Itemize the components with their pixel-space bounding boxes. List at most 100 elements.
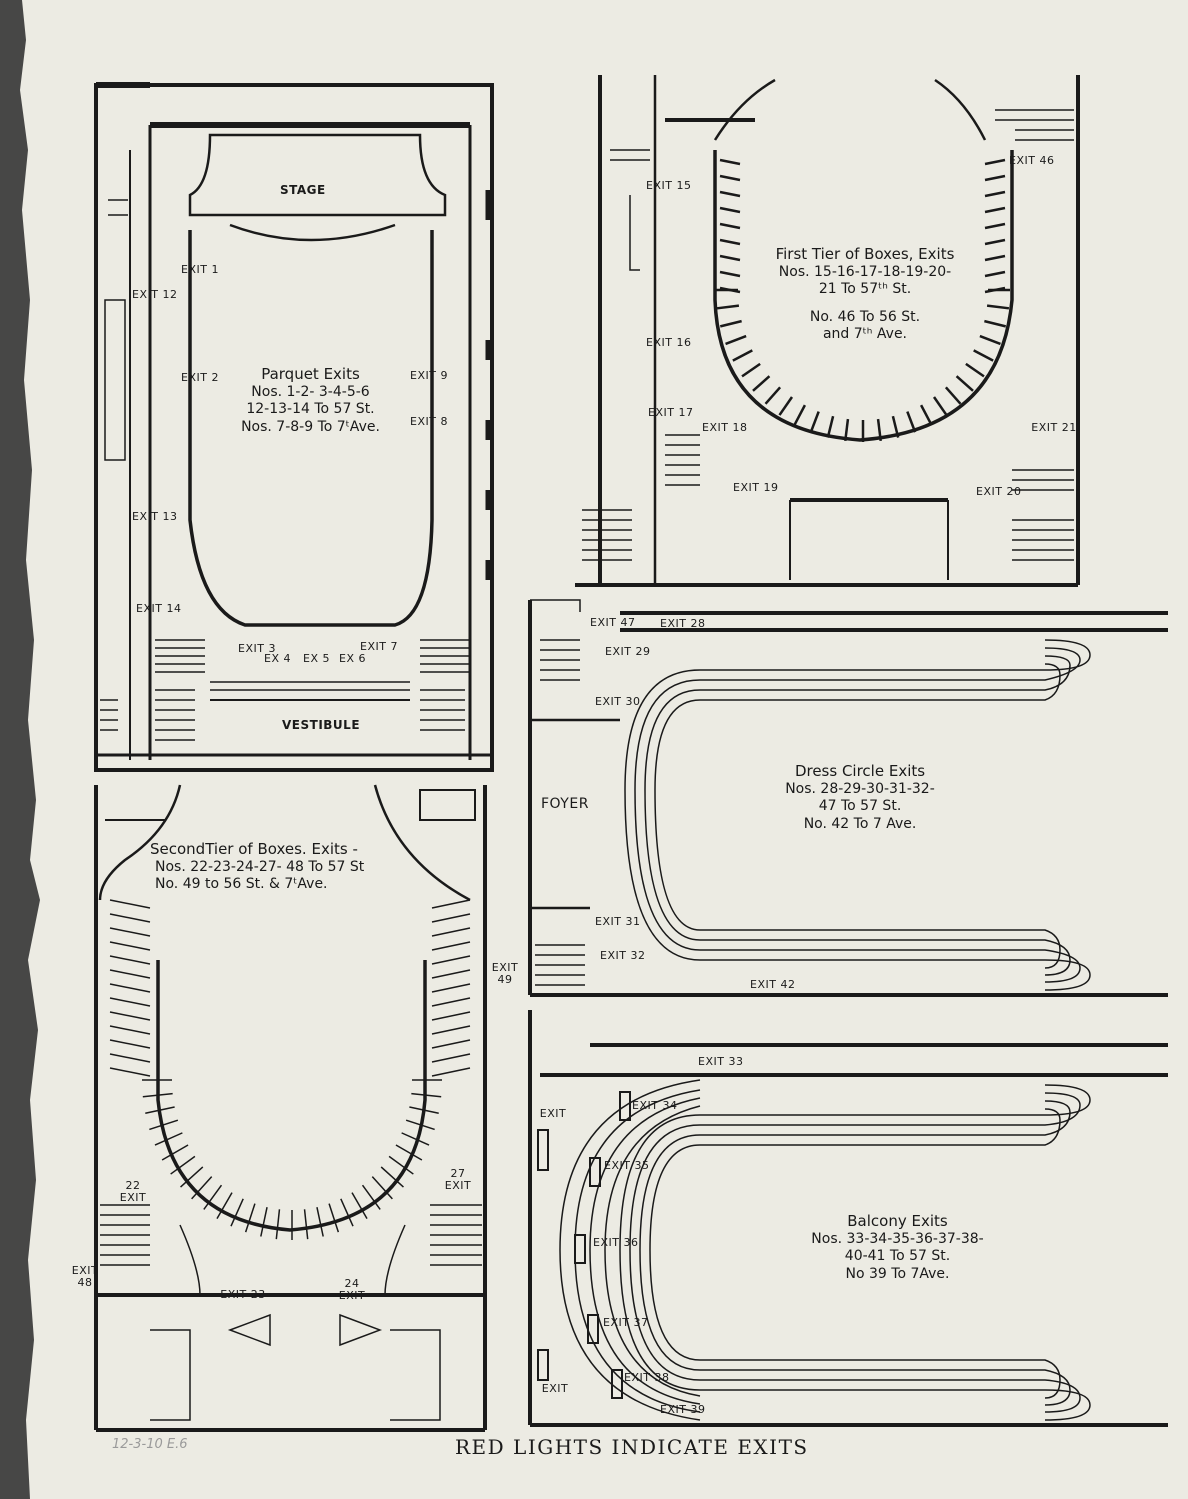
box-seat-mark: [984, 270, 1006, 278]
box-seat-mark: [431, 997, 471, 1007]
box-seat-mark: [244, 1203, 256, 1233]
box-seat-mark: [431, 941, 471, 951]
footer-caption: RED LIGHTS INDICATE EXITS: [455, 1435, 809, 1459]
box-seat-mark: [431, 1053, 471, 1063]
second-tier-line: Nos. 22-23-24-27- 48 To 57 St: [155, 858, 365, 875]
box-seat-mark: [932, 396, 948, 416]
exit-label: EXIT 49: [491, 961, 519, 986]
box-seat-mark: [409, 1106, 439, 1114]
exit-label: EX 4: [264, 652, 291, 665]
box-seat-mark: [984, 222, 1006, 230]
box-seat-mark: [891, 415, 900, 438]
first-tier-caption: First Tier of Boxes, Exits Nos. 15-16-17…: [770, 245, 960, 344]
exit-label: EXIT 37: [603, 1316, 649, 1329]
handwritten-note: 12-3-10 E.6: [112, 1437, 188, 1452]
exit-label: EXIT 18: [702, 421, 748, 434]
box-seat-mark: [388, 1155, 414, 1175]
exit-label: EX 6: [339, 652, 366, 665]
box-seat-mark: [303, 1209, 309, 1240]
box-seat-mark: [793, 404, 807, 426]
box-seat-mark: [965, 362, 985, 378]
exit-label: EXIT 15: [646, 179, 692, 192]
exit-label: EXIT 31: [595, 915, 641, 928]
box-seat-mark: [986, 304, 1010, 310]
exit-label: EXIT 29: [605, 645, 651, 658]
exit-label: EXIT 3: [238, 642, 276, 655]
exit-label: EXIT 20: [976, 485, 1022, 498]
second-tier-plan: [94, 784, 487, 1432]
box-seat-mark: [732, 349, 753, 362]
box-seat-mark: [725, 334, 747, 346]
dress-circle-line: No. 42 To 7 Ave.: [803, 815, 917, 832]
box-seat-mark: [109, 1011, 151, 1021]
balcony-line: 40-41 To 57 St.: [844, 1248, 951, 1265]
box-seat-mark: [984, 206, 1006, 214]
box-seat-mark: [109, 1053, 151, 1063]
dress-circle-title: Dress Circle Exits: [794, 762, 926, 780]
exit-label: EXIT 28: [660, 617, 706, 630]
box-seat-mark: [191, 1176, 213, 1200]
foyer-label: FOYER: [541, 796, 589, 812]
box-seat-mark: [361, 1184, 381, 1210]
exit-label: EXIT 47: [590, 616, 636, 629]
stage-label: STAGE: [280, 183, 326, 197]
box-seat-mark: [719, 222, 741, 230]
first-tier-line: and 7ᵗʰ Ave.: [822, 326, 908, 343]
box-seat-mark: [109, 983, 151, 993]
balcony-caption: Balcony Exits Nos. 33-34-35-36-37-38- 40…: [780, 1212, 1015, 1283]
box-seat-mark: [109, 969, 151, 979]
box-seat-mark: [719, 190, 741, 198]
box-seat-mark: [778, 396, 794, 416]
box-seat-mark: [716, 304, 740, 310]
exit-label: EXIT 19: [733, 481, 779, 494]
box-seat-marks: [109, 158, 1010, 1240]
box-seat-mark: [216, 1192, 233, 1219]
box-seat-mark: [109, 1067, 151, 1077]
dress-circle-caption: Dress Circle Exits Nos. 28-29-30-31-32- …: [760, 762, 960, 833]
balcony-line: No 39 To 7Ave.: [845, 1265, 950, 1282]
box-seat-mark: [979, 334, 1001, 346]
box-seat-mark: [109, 927, 151, 937]
box-seat-mark: [405, 1119, 435, 1131]
balcony-plan: [528, 1010, 1168, 1427]
dress-circle-line: 47 To 57 St.: [818, 798, 902, 815]
second-tier-caption: SecondTier of Boxes. Exits - Nos. 22-23-…: [150, 840, 420, 894]
box-seat-mark: [984, 319, 1007, 328]
torn-edge: [0, 0, 40, 1499]
box-seat-mark: [142, 1092, 173, 1098]
box-seat-mark: [919, 404, 933, 426]
second-tier-line: No. 49 to 56 St. & 7ᵗAve.: [155, 876, 328, 893]
parquet-exits-caption: Parquet Exits Nos. 1-2- 3-4-5-6 12-13-14…: [208, 365, 413, 436]
box-seat-mark: [719, 174, 741, 182]
vestibule-label: VESTIBULE: [282, 718, 361, 732]
box-seat-mark: [109, 1025, 151, 1035]
box-seat-mark: [809, 411, 820, 433]
exit-label: EXIT 34: [632, 1099, 678, 1112]
box-seat-mark: [984, 286, 1006, 294]
box-seat-mark: [145, 1106, 175, 1114]
box-seat-mark: [401, 1132, 430, 1146]
box-seat-mark: [230, 1198, 244, 1227]
exit-label: EXIT 17: [648, 406, 694, 419]
exit-label: EXIT 39: [660, 1403, 706, 1416]
exit-label: EX 5: [303, 652, 330, 665]
exit-label: EXIT 7: [360, 640, 398, 653]
box-seat-mark: [180, 1166, 204, 1188]
box-seat-mark: [380, 1166, 404, 1188]
box-seat-mark: [955, 375, 974, 392]
box-seat-mark: [719, 270, 741, 278]
box-seat-mark: [844, 418, 850, 442]
balcony-title: Balcony Exits: [847, 1212, 948, 1230]
box-seat-mark: [719, 206, 741, 214]
box-seat-mark: [109, 899, 151, 909]
box-seat-mark: [431, 1025, 471, 1035]
box-seat-mark: [984, 254, 1006, 262]
exit-label: EXIT 9: [410, 369, 448, 382]
parquet-exits-line: Nos. 7-8-9 To 7ᵗAve.: [241, 418, 380, 435]
dress-circle-line: Nos. 28-29-30-31-32-: [785, 780, 935, 797]
second-tier-title: SecondTier of Boxes. Exits -: [150, 840, 358, 858]
box-seat-mark: [719, 319, 742, 328]
exit-label: EXIT 12: [132, 288, 178, 301]
box-seat-mark: [764, 386, 782, 405]
